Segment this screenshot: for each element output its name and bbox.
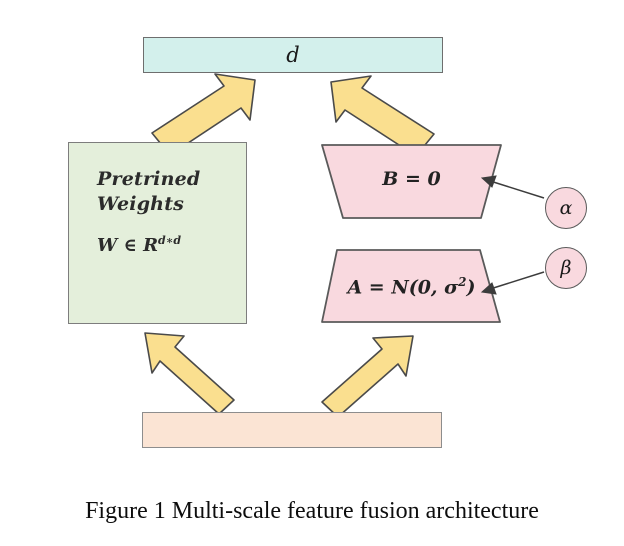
arrow-b-to-top [330,75,435,157]
figure-caption: Figure 1 Multi-scale feature fusion arch… [85,498,539,524]
arrow-bottom-to-a [321,335,414,418]
trapezoid-a-label: A = N(0, σ2) [322,275,501,298]
trapezoid-a-label-exponent: 2 [458,275,467,289]
weights-line-1: Pretrined [97,168,201,190]
alpha-circle: α [545,187,587,229]
top-feature-bar: d [143,37,443,73]
weights-formula-exponent: d∗d [158,233,182,247]
trapezoid-a-label-suffix: ) [466,276,476,299]
bottom-input-bar [142,412,442,448]
beta-circle: β [545,247,587,289]
trapezoid-a-label-prefix: A = N(0, σ [347,276,459,299]
weights-formula: W ∈ Rd∗d [97,234,246,256]
top-bar-label: d [286,43,300,67]
alpha-circle-label: α [559,197,573,219]
trapezoid-b-label: B = 0 [382,168,441,190]
weights-formula-prefix: W ∈ R [97,234,159,256]
beta-circle-label: β [560,257,572,279]
arrow-bottom-to-weights [144,332,235,415]
pretrained-weights-box: Pretrined Weights W ∈ Rd∗d [68,142,247,324]
weights-line-2: Weights [97,193,185,216]
